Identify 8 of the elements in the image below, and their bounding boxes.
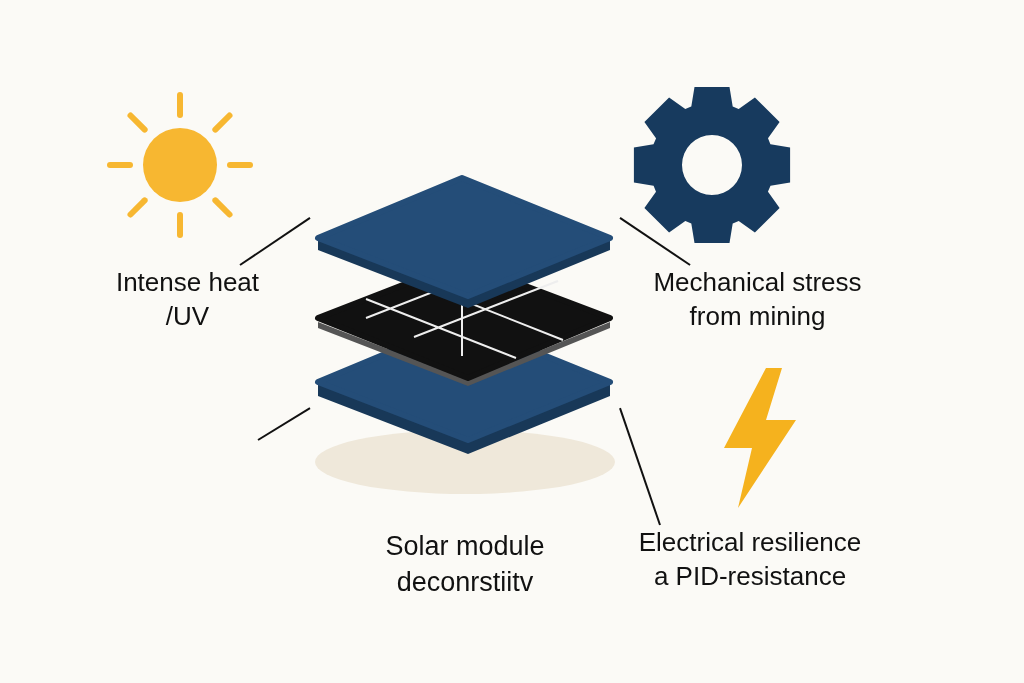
node-label: Mechanical stress from mining xyxy=(652,266,863,333)
leader-line xyxy=(619,216,692,266)
leader-line xyxy=(619,407,661,526)
node-label: Electrical resilience a PID-resistance xyxy=(637,526,863,593)
node-label: Intense heat /UV xyxy=(114,266,261,333)
node-label: Solar module deconrstiitv xyxy=(384,530,546,599)
leader-line xyxy=(239,216,311,266)
leader-line xyxy=(257,407,311,441)
